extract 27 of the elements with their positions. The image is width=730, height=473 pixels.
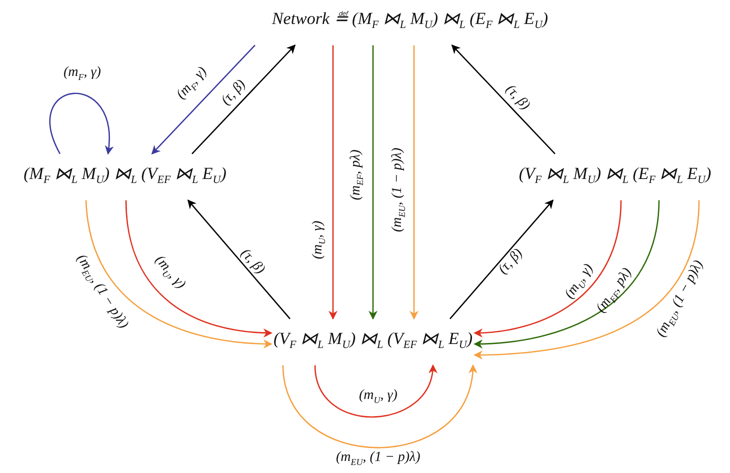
arrow — [474, 200, 660, 348]
arrow — [49, 92, 113, 155]
arrow — [450, 200, 554, 320]
state-label: (M$_{F}$ ⋈$_{L}$ M$_{U}$) ⋈$_{L}$ (V$_{E}$$_{F}$ ⋈$_{L}$ E$_{U}$) — [24, 164, 226, 183]
edge-label: (τ, β) — [502, 82, 533, 114]
edge-label: (m$_{F}$, γ) — [64, 65, 101, 84]
edge-label: (m$_{U}$, γ) — [359, 388, 398, 407]
arrow — [410, 45, 418, 320]
arrow — [328, 45, 338, 320]
arrow — [451, 44, 556, 154]
arrow — [474, 200, 700, 360]
arrow — [368, 45, 378, 320]
arrow — [474, 200, 622, 338]
arrow — [125, 200, 272, 338]
state-label: Network ≝ (M$_{F}$ ⋈$_{L}$ M$_{U}$) ⋈$_{L}$ (E$_{F}$ ⋈$_{L}$ E$_{U}$) — [272, 8, 548, 28]
edge-label: (τ, β) — [236, 246, 268, 278]
state-label: (V$_{F}$ ⋈$_{L}$ M$_{U}$) ⋈$_{L}$ (V$_{E}$$_{F}$ ⋈$_{L}$ E$_{U}$) — [274, 328, 472, 348]
edge-label: (τ, β) — [218, 77, 250, 109]
state-label: (V$_{F}$ ⋈$_{L}$ M$_{U}$) ⋈$_{L}$ (E$_{F}$ ⋈$_{L}$ E$_{U}$) — [518, 164, 712, 183]
edge-label: (τ, β) — [496, 246, 527, 278]
arrow — [314, 364, 436, 418]
arrow — [192, 44, 296, 154]
arrow — [282, 364, 476, 448]
arrow — [187, 200, 290, 320]
arrow — [85, 200, 272, 348]
edge-label: (m$_{E}$$_{U}$, (1 − p)λ) — [336, 450, 420, 469]
arrow — [151, 44, 256, 154]
